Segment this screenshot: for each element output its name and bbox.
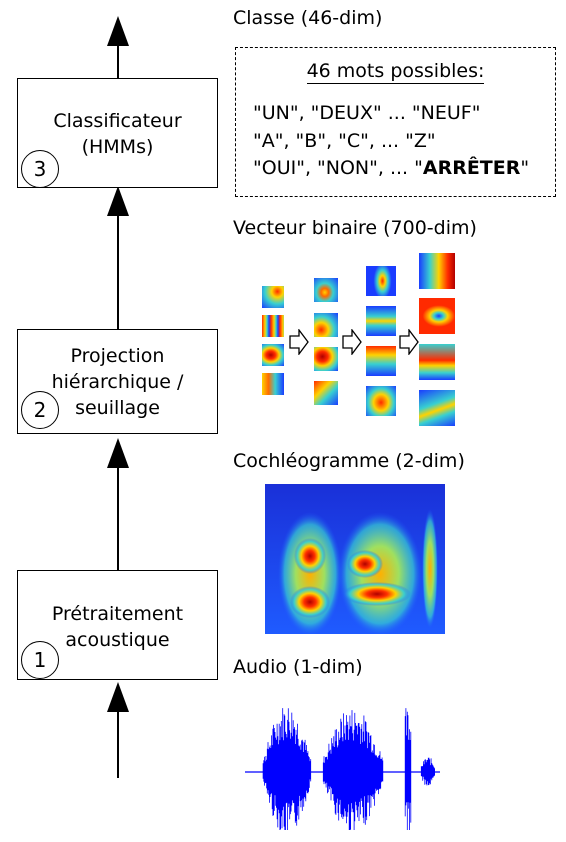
- patch-c3-1: [365, 265, 397, 297]
- patch-c1-1: [261, 285, 285, 309]
- patch-c2-1: [313, 277, 339, 303]
- class-words-box: 46 mots possibles: "UN", "DEUX" ... "NEU…: [235, 47, 556, 197]
- step-number-3: 3: [21, 150, 59, 188]
- arrow-head-classifier: [107, 186, 129, 216]
- class-words-heading: 46 mots possibles:: [306, 60, 485, 84]
- arrow-preprocessing-to-projection: [117, 460, 119, 570]
- patch-c1-2: [261, 314, 285, 338]
- arrow-head-projection: [107, 438, 129, 468]
- class-words-commands-suffix: ": [520, 157, 530, 179]
- step-number-2: 2: [21, 391, 59, 429]
- arrow-head-output: [107, 16, 129, 46]
- patch-c2-3: [313, 346, 339, 372]
- class-words-letters: "A", "B", "C", ... "Z": [253, 130, 436, 152]
- class-words-digits: "UN", "DEUX" ... "NEUF": [253, 102, 481, 124]
- patch-c3-4: [365, 385, 397, 417]
- projection-label-line3: seuillage: [75, 397, 160, 419]
- classifier-label-line1: Classificateur: [53, 110, 182, 132]
- patch-c2-4: [313, 380, 339, 406]
- patch-c3-2: [365, 305, 397, 337]
- binary-vector-title: Vecteur binaire (700-dim): [233, 217, 477, 239]
- class-words-commands: "OUI", "NON", ... "ARRÊTER": [253, 157, 529, 179]
- patch-c1-4: [261, 372, 285, 396]
- arrow-classifier-output: [117, 38, 119, 78]
- arrow-projection-to-classifier: [117, 210, 119, 330]
- class-words-arreter: ARRÊTER: [422, 157, 521, 179]
- patch-c4-2: [418, 297, 456, 335]
- projection-box: Projection hiérarchique / seuillage 2: [17, 329, 218, 434]
- arrow-input-to-preprocessing: [117, 700, 119, 778]
- preprocessing-box: Prétraitement acoustique 1: [17, 570, 218, 680]
- arrow-head-preprocessing: [107, 682, 129, 712]
- class-words-commands-prefix: "OUI", "NON", ... ": [253, 157, 423, 179]
- preprocessing-label-line1: Prétraitement: [51, 603, 184, 625]
- cochleogram-title: Cochléogramme (2-dim): [233, 450, 465, 472]
- projection-label-line2: hiérarchique /: [51, 371, 184, 393]
- patch-c1-3: [261, 343, 285, 367]
- audio-waveform: [245, 708, 440, 830]
- hollow-arrow-2: [342, 329, 362, 355]
- hollow-arrow-1: [289, 329, 309, 355]
- audio-title: Audio (1-dim): [233, 656, 363, 678]
- patch-c4-3: [418, 343, 456, 381]
- projection-label-line1: Projection: [70, 345, 165, 367]
- patch-c4-4: [418, 389, 456, 427]
- cochleogram-heatmap: [265, 484, 445, 634]
- patch-c3-3: [365, 345, 397, 377]
- step-number-1: 1: [21, 641, 59, 679]
- class-title: Classe (46-dim): [233, 7, 383, 29]
- classifier-box: Classificateur (HMMs) 3: [17, 78, 218, 188]
- classifier-label-line2: (HMMs): [81, 136, 154, 158]
- patch-c4-1: [418, 252, 456, 290]
- audio-waveform-path: [246, 708, 438, 830]
- patch-c2-2: [313, 312, 339, 338]
- preprocessing-label-line2: acoustique: [65, 629, 170, 651]
- hollow-arrow-3: [399, 329, 419, 355]
